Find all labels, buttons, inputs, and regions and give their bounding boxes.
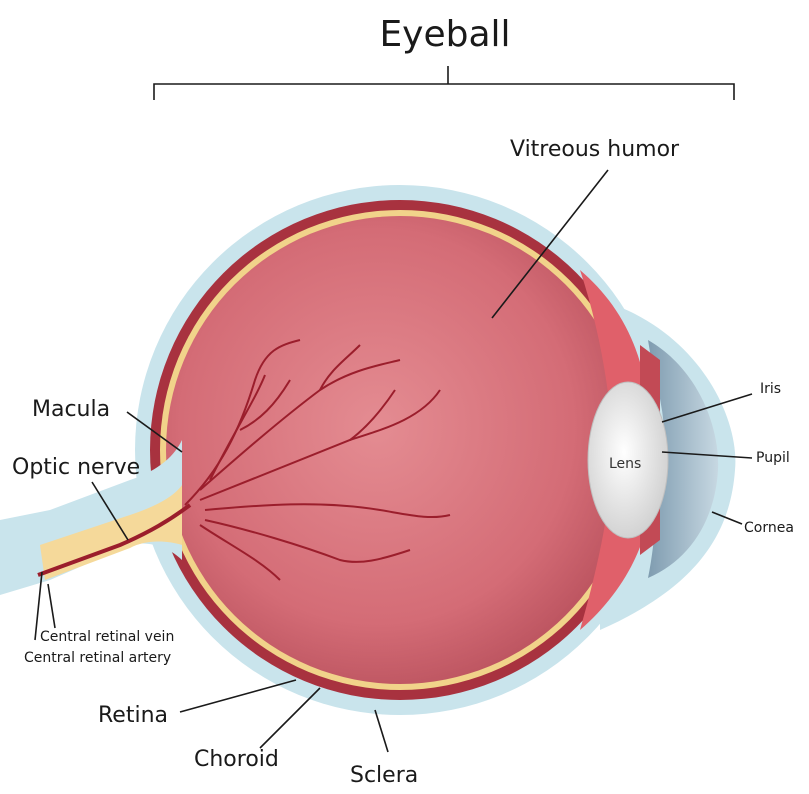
label-pupil: Pupil <box>756 450 790 466</box>
label-cornea: Cornea <box>744 520 794 536</box>
sclera-leader <box>375 710 388 752</box>
label-retina: Retina <box>98 703 168 728</box>
label-macula: Macula <box>32 397 110 422</box>
label-central-retinal-vein: Central retinal vein <box>40 629 174 645</box>
vitreous-body <box>166 216 634 684</box>
label-choroid: Choroid <box>194 747 279 772</box>
eyeball-bracket <box>154 66 734 100</box>
label-lens: Lens <box>609 456 641 472</box>
choroid-leader <box>260 688 320 748</box>
label-central-retinal-artery: Central retinal artery <box>24 650 171 666</box>
label-sclera: Sclera <box>350 763 418 788</box>
label-iris: Iris <box>760 381 781 397</box>
diagram-title: Eyeball <box>379 14 510 55</box>
label-vitreous-humor: Vitreous humor <box>510 137 680 162</box>
retina-leader <box>180 680 296 712</box>
label-optic-nerve: Optic nerve <box>12 455 140 480</box>
artery-leader <box>48 584 55 628</box>
